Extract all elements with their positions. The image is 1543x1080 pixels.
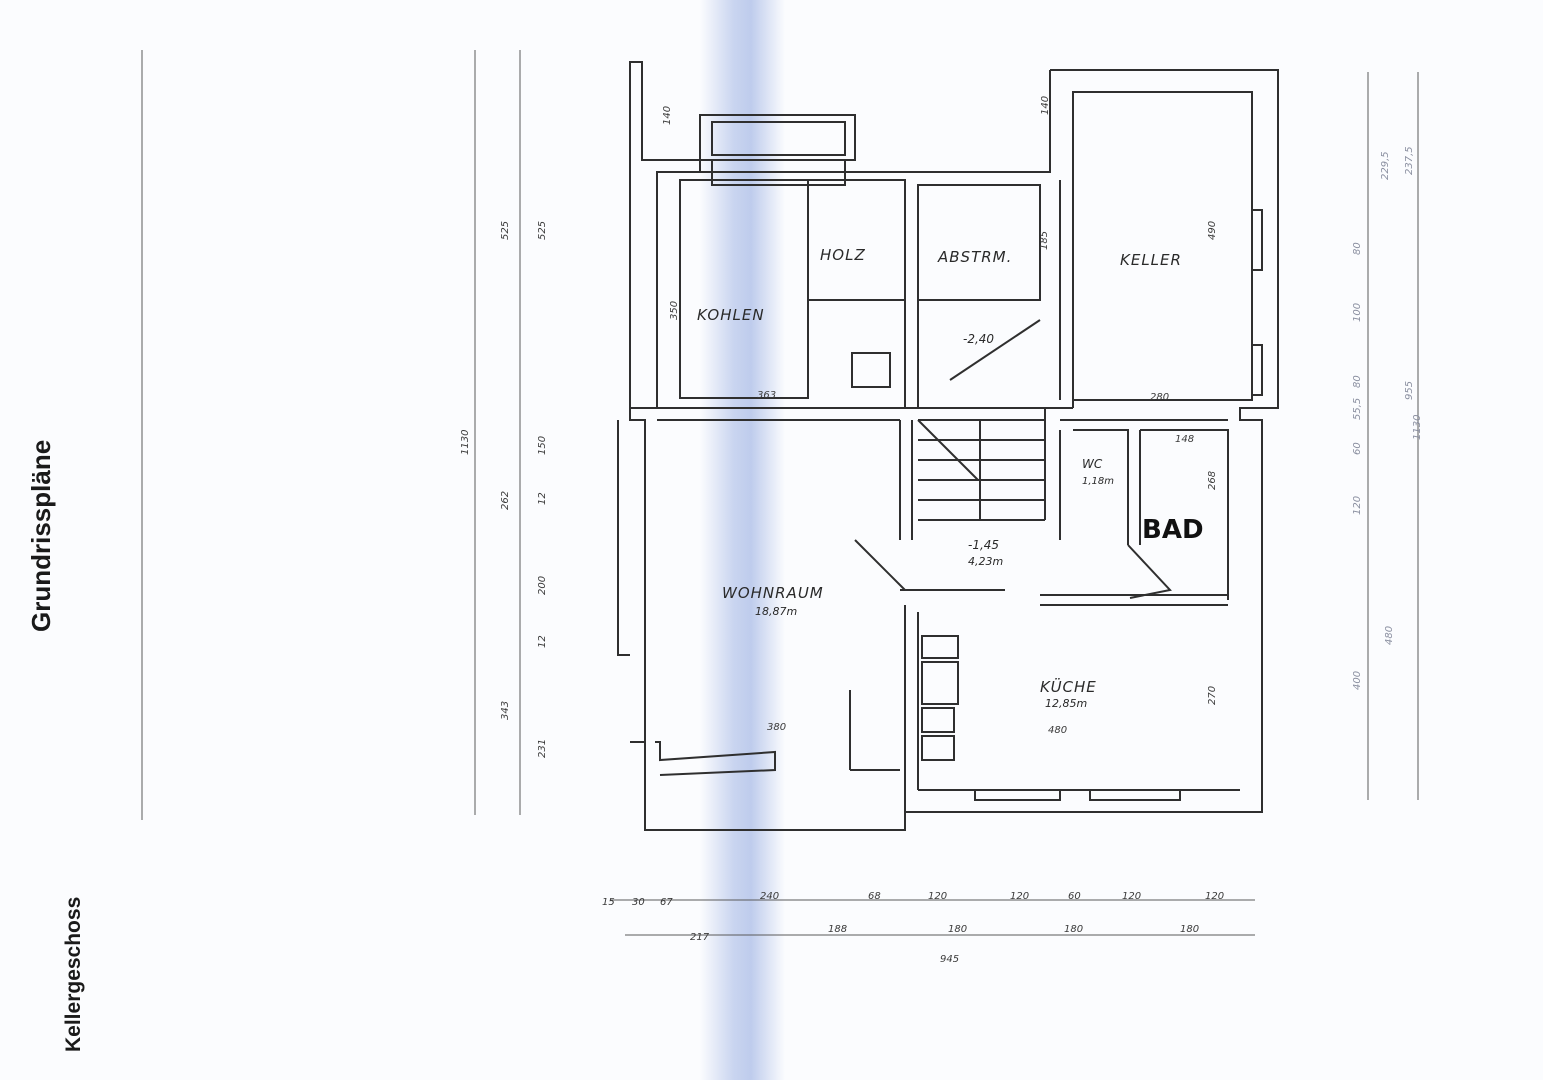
dim-bottom-top-7: 60 xyxy=(1068,891,1081,902)
outer-wall xyxy=(630,741,906,831)
dim-bottom-top-2: 67 xyxy=(660,897,673,908)
room-abstrm: ABSTRM. xyxy=(937,248,1012,266)
dim-kohlen-w: 363 xyxy=(757,390,776,401)
wall-bad xyxy=(1139,429,1229,600)
window xyxy=(974,790,1181,801)
dim-bad-h: 268 xyxy=(1207,471,1218,490)
wall-kohlen-holz xyxy=(679,179,809,399)
dim-kueche-h: 270 xyxy=(1207,686,1218,705)
room-kueche-area: 12,85m xyxy=(1045,697,1087,710)
holz-box xyxy=(851,352,891,388)
dim-left-inner-4: 12 xyxy=(537,635,548,648)
dim-bottom-bottom-4: 180 xyxy=(1180,924,1199,935)
wall-keller-left xyxy=(1059,180,1074,408)
dim-wohnraum-w: 380 xyxy=(767,722,786,733)
dim-right-outer-3: 400 xyxy=(1352,671,1363,690)
stairs xyxy=(917,319,1046,521)
dim-line-right xyxy=(1367,72,1419,800)
dim-bottom-top-9: 120 xyxy=(1205,891,1224,902)
dim-bottom-bottom-0: 217 xyxy=(690,932,710,943)
room-wc-area: 1,18m xyxy=(1082,476,1114,487)
wall-mid xyxy=(657,407,1073,421)
wall-holz xyxy=(808,179,906,301)
outer-wall xyxy=(1050,69,1279,813)
wall-flur xyxy=(900,589,1228,606)
dim-top-left-h: 140 xyxy=(662,106,673,125)
dim-bottom-bottom-3: 180 xyxy=(1064,924,1083,935)
dim-left-inner-5: 231 xyxy=(537,739,548,758)
wall-abstrm xyxy=(917,184,1041,301)
dim-left-inner-1: 150 xyxy=(537,436,548,455)
dim-right-inner-6: 120 xyxy=(1352,496,1363,515)
outer-wall xyxy=(660,160,1051,173)
dim-kohlen-h: 350 xyxy=(669,301,680,320)
dim-keller-h: 490 xyxy=(1207,221,1218,240)
flur-area: 4,23m xyxy=(968,555,1003,568)
dim-bottom-bottom-1: 188 xyxy=(828,924,847,935)
dim-left-outer-1: 1130 xyxy=(460,430,471,455)
stair-level: -2,40 xyxy=(963,332,994,346)
wall-stair xyxy=(904,180,919,408)
dim-kueche-w: 480 xyxy=(1048,725,1067,736)
room-keller: KELLER xyxy=(1120,251,1182,269)
dim-bottom-top-6: 120 xyxy=(1010,891,1029,902)
flur-level: -1,45 xyxy=(968,538,999,552)
dim-right-outer-2: 1130 xyxy=(1412,415,1423,440)
dim-keller-w: 280 xyxy=(1150,392,1169,403)
dim-right-inner-1: 80 xyxy=(1352,242,1363,255)
room-holz: HOLZ xyxy=(820,246,866,264)
chimney xyxy=(711,160,846,186)
flur-outline xyxy=(854,539,1172,599)
dim-right-outer-0: 237,5 xyxy=(1404,146,1415,175)
dim-bottom-bottom-2: 180 xyxy=(948,924,967,935)
dim-left-outer-0: 525 xyxy=(500,221,511,240)
dim-left-outer-3: 343 xyxy=(500,701,511,720)
wall-kueche-left xyxy=(904,605,919,812)
dim-right-inner-4: 55,5 xyxy=(1352,398,1363,420)
dim-bottom-top-5: 120 xyxy=(928,891,947,902)
wall-wohnraum-right xyxy=(899,420,913,540)
dim-left-inner-0: 525 xyxy=(537,221,548,240)
dim-right-inner-0: 229,5 xyxy=(1380,151,1391,180)
outer-wall xyxy=(617,420,630,656)
outer-wall xyxy=(629,408,646,742)
room-wohnraum-area: 18,87m xyxy=(755,605,797,618)
dim-bottom-top-1: 30 xyxy=(632,897,645,908)
dim-bottom-top-4: 68 xyxy=(868,891,881,902)
wall-wc xyxy=(1059,419,1228,545)
dim-bottom-total: 945 xyxy=(940,954,959,965)
wall-wohnraum-bottom xyxy=(655,690,900,776)
dim-bottom-top-3: 240 xyxy=(760,891,779,902)
kitchen-counter xyxy=(921,635,959,761)
room-wohnraum: WOHNRAUM xyxy=(722,584,824,602)
chimney xyxy=(699,114,856,161)
dim-right-inner-7: 480 xyxy=(1384,626,1395,645)
room-kueche: KÜCHE xyxy=(1040,677,1097,696)
dim-bottom-top-8: 120 xyxy=(1122,891,1141,902)
dim-left-inner-2: 12 xyxy=(537,492,548,505)
dim-bottom-top-0: 15 xyxy=(602,897,615,908)
dim-wc-w: 148 xyxy=(1175,434,1194,445)
room-kohlen: KOHLEN xyxy=(697,306,765,324)
dim-left-inner-3: 200 xyxy=(537,576,548,595)
dim-right-inner-3: 80 xyxy=(1352,375,1363,388)
dim-right-inner-2: 100 xyxy=(1352,303,1363,322)
dim-top-right-h: 140 xyxy=(1040,96,1051,115)
dim-right-inner-5: 60 xyxy=(1352,442,1363,455)
room-bad: BAD xyxy=(1142,515,1204,545)
outer-wall xyxy=(1072,91,1253,401)
window xyxy=(1252,209,1263,396)
dim-line-bottom xyxy=(610,899,1255,936)
room-wc: WC xyxy=(1082,457,1103,471)
chimney xyxy=(711,121,846,156)
dim-right-outer-1: 955 xyxy=(1404,381,1415,400)
dim-holz-h: 185 xyxy=(1039,231,1050,250)
dim-left-outer-2: 262 xyxy=(500,491,511,510)
